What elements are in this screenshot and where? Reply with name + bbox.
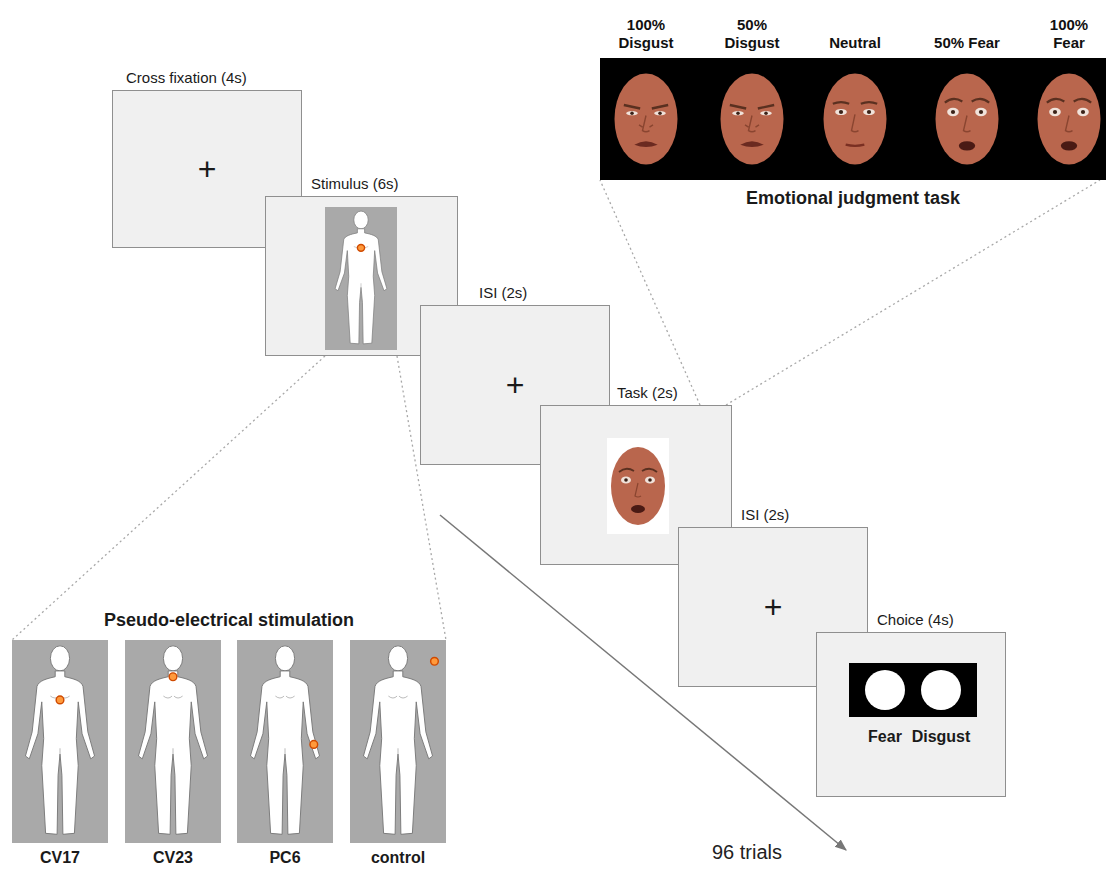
intensity-label: 50% Fear (932, 34, 1002, 52)
point-label: CV17 (2, 848, 118, 867)
fixation-cross: + (113, 149, 301, 189)
body-figure (325, 207, 397, 350)
point-label: CV23 (115, 848, 231, 867)
intensity-label: 100% Disgust (611, 16, 681, 52)
body-panel: CV17 (12, 640, 108, 843)
screen-title: Task (2s) (617, 384, 678, 402)
face-panel: 100% Disgust50% DisgustNeutral50% Fear10… (600, 58, 1106, 180)
body-figure (237, 640, 333, 843)
screen-title: ISI (2s) (479, 284, 527, 302)
stimulation-group: Pseudo-electrical stimulation CV17 CV23 … (12, 640, 446, 843)
zoom-connector (12, 356, 446, 640)
fixation-cross: + (679, 587, 867, 627)
point-label: control (340, 848, 456, 867)
panel-title: Emotional judgment task (600, 188, 1106, 210)
zoom-connector (600, 180, 1100, 405)
group-title: Pseudo-electrical stimulation (12, 610, 446, 632)
body-panel: CV23 (125, 640, 221, 843)
screen-box: Choice (4s)FearDisgust (816, 632, 1006, 797)
intensity-label: Neutral (820, 34, 890, 52)
screen-title: Choice (4s) (877, 611, 954, 629)
body-panel: control (350, 640, 446, 843)
screen-title: Cross fixation (4s) (126, 69, 247, 87)
choice-panel (849, 663, 977, 717)
fixation-cross: + (421, 365, 609, 405)
intensity-label: 100% Fear (1034, 16, 1104, 52)
point-label: PC6 (227, 848, 343, 867)
body-figure (125, 640, 221, 843)
face-strip (600, 58, 1106, 180)
body-figure (12, 640, 108, 843)
choice-label: Disgust (906, 727, 976, 746)
body-panel: PC6 (237, 640, 333, 843)
face-image (607, 438, 669, 534)
choice-label: Fear (860, 727, 910, 746)
screen-title: ISI (2s) (741, 506, 789, 524)
intensity-label: 50% Disgust (717, 16, 787, 52)
body-figure (350, 640, 446, 843)
loop-label: 96 trials (712, 840, 782, 864)
screen-title: Stimulus (6s) (311, 175, 399, 193)
